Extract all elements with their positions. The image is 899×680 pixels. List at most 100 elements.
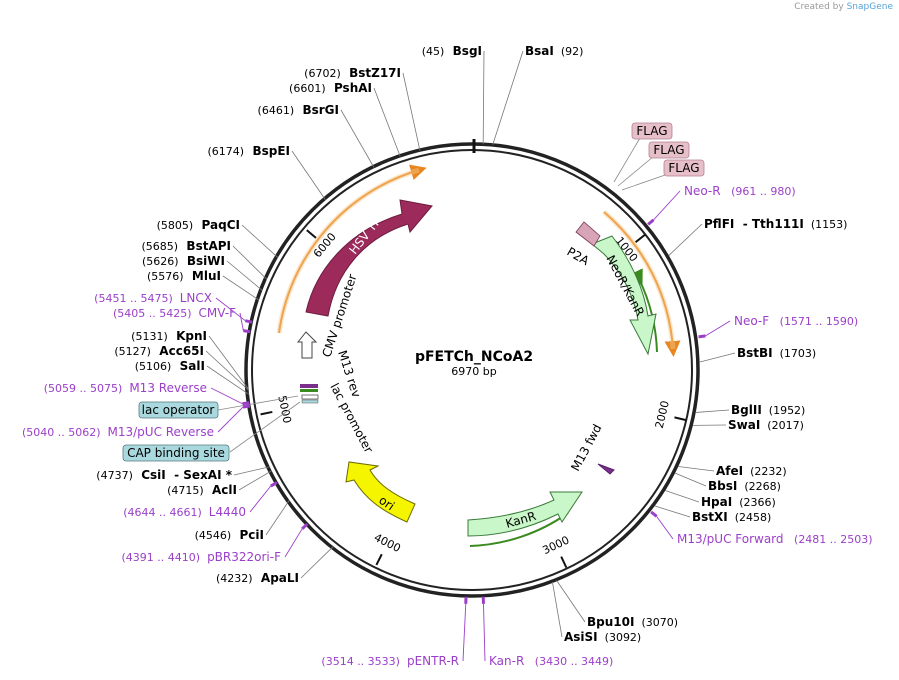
site-label-part: (1952): [762, 404, 806, 417]
site-label-part: (2017): [760, 419, 804, 432]
site-label-part: (5131): [131, 330, 168, 343]
orange-track-right: [603, 211, 681, 357]
primer-mark: [243, 329, 251, 334]
primer-range: (4644 .. 4661): [123, 506, 209, 519]
primer-leader: [284, 528, 303, 558]
restriction-site: BglII (1952): [731, 403, 805, 417]
lac-operator-leader: [217, 395, 299, 411]
flag-3-leader: [621, 173, 669, 191]
restriction-site: SwaI (2017): [728, 418, 804, 432]
kanr-arrow: [467, 491, 583, 537]
primer-leader: [239, 312, 244, 331]
primer-name: M13 Reverse: [129, 381, 207, 395]
restriction-site: (5106) SalI: [135, 359, 205, 373]
neor-kanr-arrow: [591, 235, 657, 356]
lac-operator-label: lac operator: [142, 403, 215, 417]
site-leader: [205, 350, 250, 391]
site-leader: [668, 223, 703, 256]
primer-label: Kan-R (3430 .. 3449): [489, 654, 613, 668]
site-label-part: (2232): [743, 465, 787, 478]
tick-mark: [375, 553, 383, 566]
site-leader: [492, 50, 524, 145]
primer-mark: [244, 319, 253, 324]
site-label-part: BglII: [731, 403, 762, 417]
lac-mark-2: [301, 394, 319, 400]
site-label-part: AsiSI: [564, 630, 598, 644]
primer-range: (4391 .. 4410): [122, 551, 208, 564]
cap-binding-site-label: CAP binding site: [127, 446, 225, 460]
backbone-inner: [251, 149, 693, 591]
site-label-part: BstBI: [737, 346, 773, 360]
site-leader: [241, 224, 279, 258]
site-label-part: (3070): [634, 616, 678, 629]
site-label-part: (6601): [289, 82, 326, 95]
primer-leader: [462, 603, 467, 662]
primer-label: Neo-F (1571 .. 1590): [734, 314, 858, 328]
restriction-site: (4232) ApaLI: [216, 571, 299, 585]
p2a-mark: [575, 221, 601, 247]
backbone-outer: [244, 142, 700, 598]
site-leader: [265, 500, 290, 536]
site-label-part: PshAI: [326, 81, 372, 95]
site-label-part: SwaI: [728, 418, 760, 432]
site-label-part: BsiWI: [179, 254, 225, 268]
primer-marks: [210, 190, 731, 662]
restriction-site: (6461) BsrGI: [258, 103, 339, 117]
primer-label: (5451 .. 5475) LNCX: [94, 291, 212, 305]
primer-label: (4644 .. 4661) L4440: [123, 505, 246, 519]
site-leader: [373, 87, 401, 157]
m13-rev-mark: [300, 384, 318, 388]
primer-range: (961 .. 980): [721, 185, 796, 198]
site-leader: [300, 546, 334, 579]
primer-label: (5405 .. 5425) CMV-F: [113, 306, 236, 320]
primer-label: M13/pUC Forward (2481 .. 2503): [677, 532, 873, 546]
tick-label: 4000: [372, 531, 403, 555]
tick-label: 5000: [275, 394, 293, 424]
primer-label: (5040 .. 5062) M13/pUC Reverse: [22, 425, 214, 439]
site-leader: [340, 109, 375, 168]
site-leader: [482, 50, 485, 145]
leader-lines: [205, 50, 736, 638]
site-label-part: (6461): [258, 104, 295, 117]
primer-name: M13/pUC Forward: [677, 532, 784, 546]
orange-tracks: [276, 164, 681, 357]
site-label-part: (5805): [157, 219, 194, 232]
site-leader: [695, 409, 730, 413]
primer-leader: [653, 190, 681, 221]
primer-label: (4391 .. 4410) pBR322ori-F: [122, 550, 282, 564]
site-label-part: HpaI: [701, 495, 732, 509]
site-label-part: BstAPI: [178, 239, 231, 253]
lac-operator-box: [138, 401, 219, 419]
site-label-part: (45): [422, 45, 445, 58]
flag-2-label: FLAG: [653, 143, 684, 157]
site-label-part: (2458): [728, 511, 772, 524]
primer-leader: [656, 516, 674, 540]
tick-mark: [560, 556, 568, 568]
restriction-site: BbsI (2268): [708, 479, 781, 493]
site-label-part: AfeI: [716, 464, 743, 478]
primer-leader: [249, 485, 272, 513]
site-label-part: (3092): [598, 631, 642, 644]
site-label-part: BsgI: [444, 44, 482, 58]
tick-label: 3000: [540, 533, 571, 557]
primer-name: pENTR-R: [407, 654, 459, 668]
cap-binding-site-box: [122, 444, 230, 462]
site-leader: [654, 505, 691, 518]
restriction-site: AsiSI (3092): [564, 630, 641, 644]
primer-mark: [650, 510, 658, 518]
primer-label: Neo-R (961 .. 980): [684, 184, 796, 198]
site-leader: [665, 490, 700, 503]
site-label-part: (5576): [147, 270, 184, 283]
site-label-part: Bpu10I: [587, 615, 634, 629]
site-label-part: (1703): [773, 347, 817, 360]
credit-prefix: Created by: [794, 2, 844, 12]
flag-3-label: FLAG: [668, 161, 699, 175]
restriction-site: (5127) Acc65I: [114, 344, 204, 358]
site-leader: [226, 260, 263, 291]
site-label-part: SalI: [171, 359, 205, 373]
site-leader: [222, 275, 260, 301]
site-label-part: BstZ17I: [341, 66, 401, 80]
tick-label: 2000: [653, 399, 672, 429]
tick-mark: [634, 233, 646, 243]
